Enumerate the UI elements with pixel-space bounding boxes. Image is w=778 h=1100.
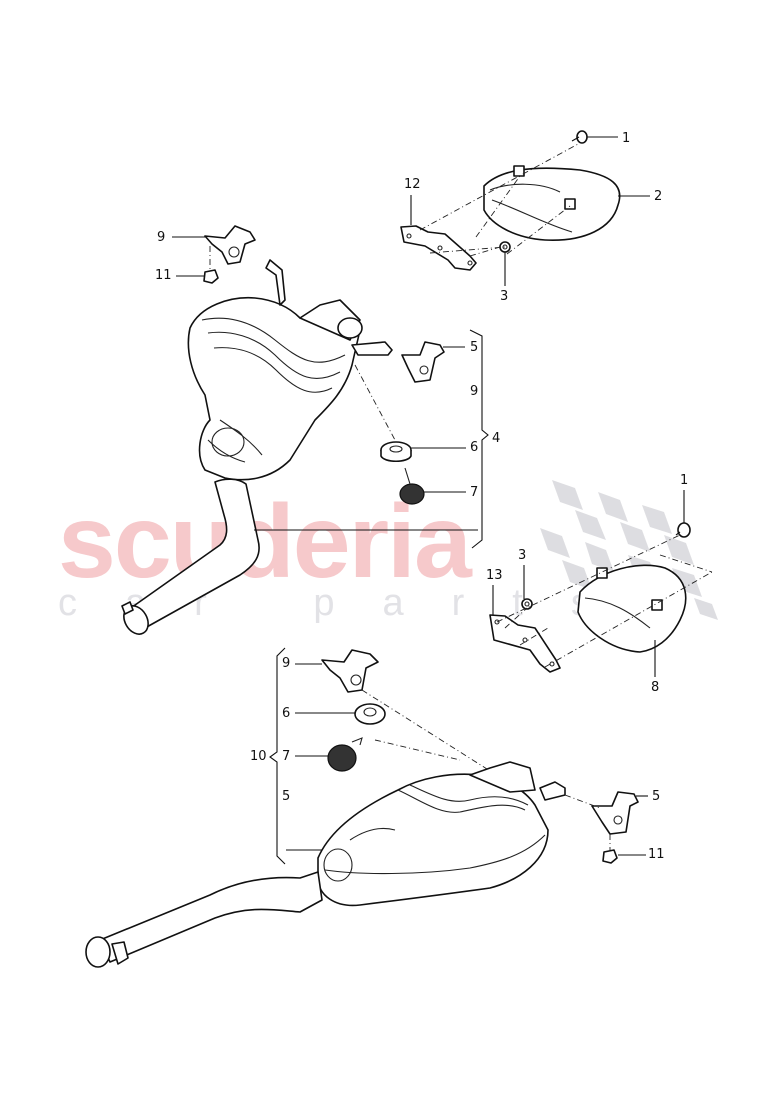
callout-2[interactable]: 2 (654, 189, 663, 204)
callout-6-bottom[interactable]: 6 (282, 706, 291, 721)
mount-pipe-upper (351, 341, 393, 356)
callout-7-bottom[interactable]: 7 (282, 749, 291, 764)
trim-bracket-12 (400, 225, 477, 271)
callout-9-top[interactable]: 9 (157, 230, 166, 245)
callout-7-top[interactable]: 7 (470, 485, 479, 500)
nut-3-top (499, 241, 511, 253)
tailpipe-trim-lower (577, 564, 687, 653)
callout-11-bottom[interactable]: 11 (648, 847, 665, 862)
callout-9-bottom[interactable]: 9 (282, 656, 291, 671)
callout-1-mid[interactable]: 1 (680, 473, 689, 488)
trim-bracket-13 (489, 614, 561, 673)
tailpipe-lower (85, 871, 323, 968)
callout-5-group10[interactable]: 5 (282, 789, 291, 804)
bolt-1-top (571, 130, 588, 144)
callout-6-top[interactable]: 6 (470, 440, 479, 455)
tailpipe-upper (121, 478, 260, 635)
callout-13[interactable]: 13 (486, 568, 503, 583)
callout-10[interactable]: 10 (250, 749, 267, 764)
bracket-5-top (401, 341, 445, 383)
group-10-bracket (269, 647, 286, 865)
callout-11-top[interactable]: 11 (155, 268, 172, 283)
nut-3-mid (521, 598, 533, 610)
hex-nut-11-bottom (602, 849, 618, 864)
callout-4[interactable]: 4 (492, 431, 501, 446)
callout-12[interactable]: 12 (404, 177, 421, 192)
bracket-mount-9-bottom (321, 649, 379, 693)
bracket-5-bottom (591, 791, 639, 835)
tailpipe-trim-upper (483, 165, 621, 241)
grommet-6-top (380, 441, 412, 463)
group-4-bracket (469, 329, 489, 549)
watermark-brand: scuderia (58, 484, 472, 600)
bolt-1-mid (675, 522, 691, 538)
rear-silencer-upper (187, 259, 363, 481)
rear-silencer-lower (317, 761, 566, 907)
callout-5-top[interactable]: 5 (470, 340, 479, 355)
callout-1-top[interactable]: 1 (622, 131, 631, 146)
callout-9-group4[interactable]: 9 (470, 384, 479, 399)
callout-3-mid[interactable]: 3 (518, 548, 527, 563)
bracket-mount-9-top (204, 225, 256, 265)
callout-3-top[interactable]: 3 (500, 289, 509, 304)
valve-actuator-7-bottom (327, 737, 363, 772)
hex-nut-11-top (203, 269, 219, 284)
callout-5-bottom[interactable]: 5 (652, 789, 661, 804)
grommet-6-bottom (354, 703, 386, 725)
callout-8[interactable]: 8 (651, 680, 660, 695)
valve-actuator-7-top (399, 467, 425, 505)
